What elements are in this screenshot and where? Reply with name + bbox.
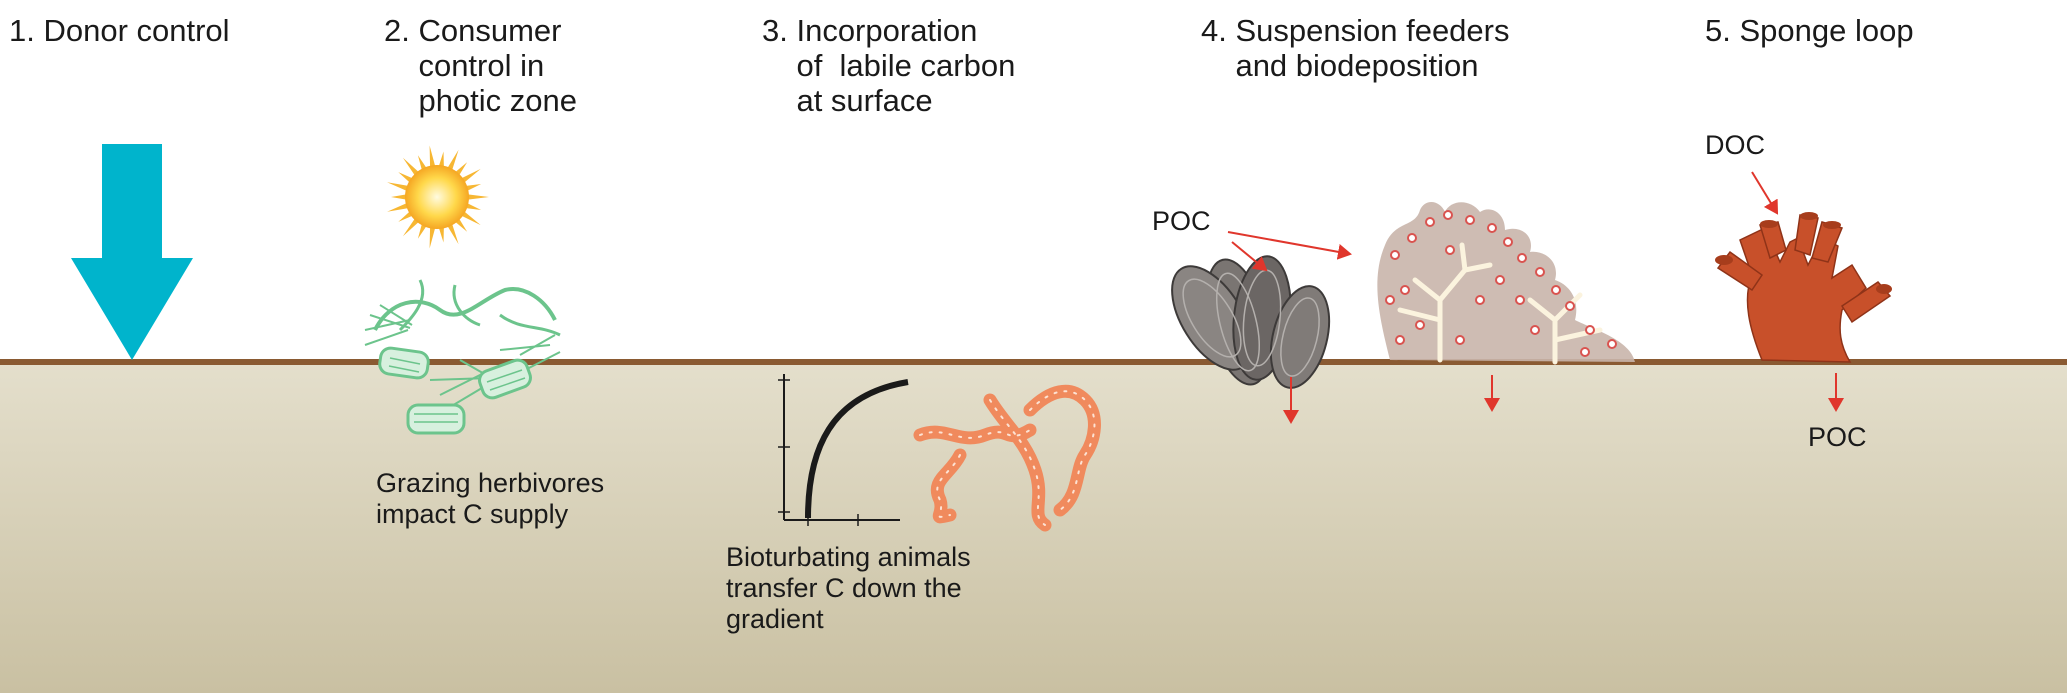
sponge-flux-arrows bbox=[1751, 171, 1844, 412]
sun-icon bbox=[387, 145, 489, 249]
poc-label-in: POC bbox=[1152, 206, 1211, 236]
worm-icon bbox=[913, 384, 1101, 532]
caption-grazing: Grazing herbivores impact C supply bbox=[376, 468, 605, 529]
donor-arrow-icon bbox=[71, 144, 193, 360]
heading-donor-control: 1. Donor control bbox=[9, 13, 230, 48]
coral-icon bbox=[1377, 201, 1635, 365]
doc-label: DOC bbox=[1705, 130, 1765, 160]
seafloor-line bbox=[0, 359, 2067, 365]
depth-curve-icon bbox=[778, 374, 909, 526]
diatom-icon bbox=[364, 279, 561, 435]
poc-flux-arrows bbox=[1227, 231, 1500, 424]
sediment bbox=[0, 362, 2067, 693]
heading-incorporation: 3. Incorporation of labile carbon at sur… bbox=[762, 13, 1016, 118]
heading-sponge-loop: 5. Sponge loop bbox=[1705, 13, 1914, 48]
heading-suspension-feeders: 4. Suspension feeders and biodeposition bbox=[1201, 13, 1510, 83]
caption-bioturbating: Bioturbating animals transfer C down the… bbox=[726, 542, 971, 634]
heading-consumer-control: 2. Consumer control in photic zone bbox=[384, 13, 578, 118]
sponge-icon bbox=[1715, 212, 1892, 363]
poc-label-out: POC bbox=[1808, 422, 1867, 452]
